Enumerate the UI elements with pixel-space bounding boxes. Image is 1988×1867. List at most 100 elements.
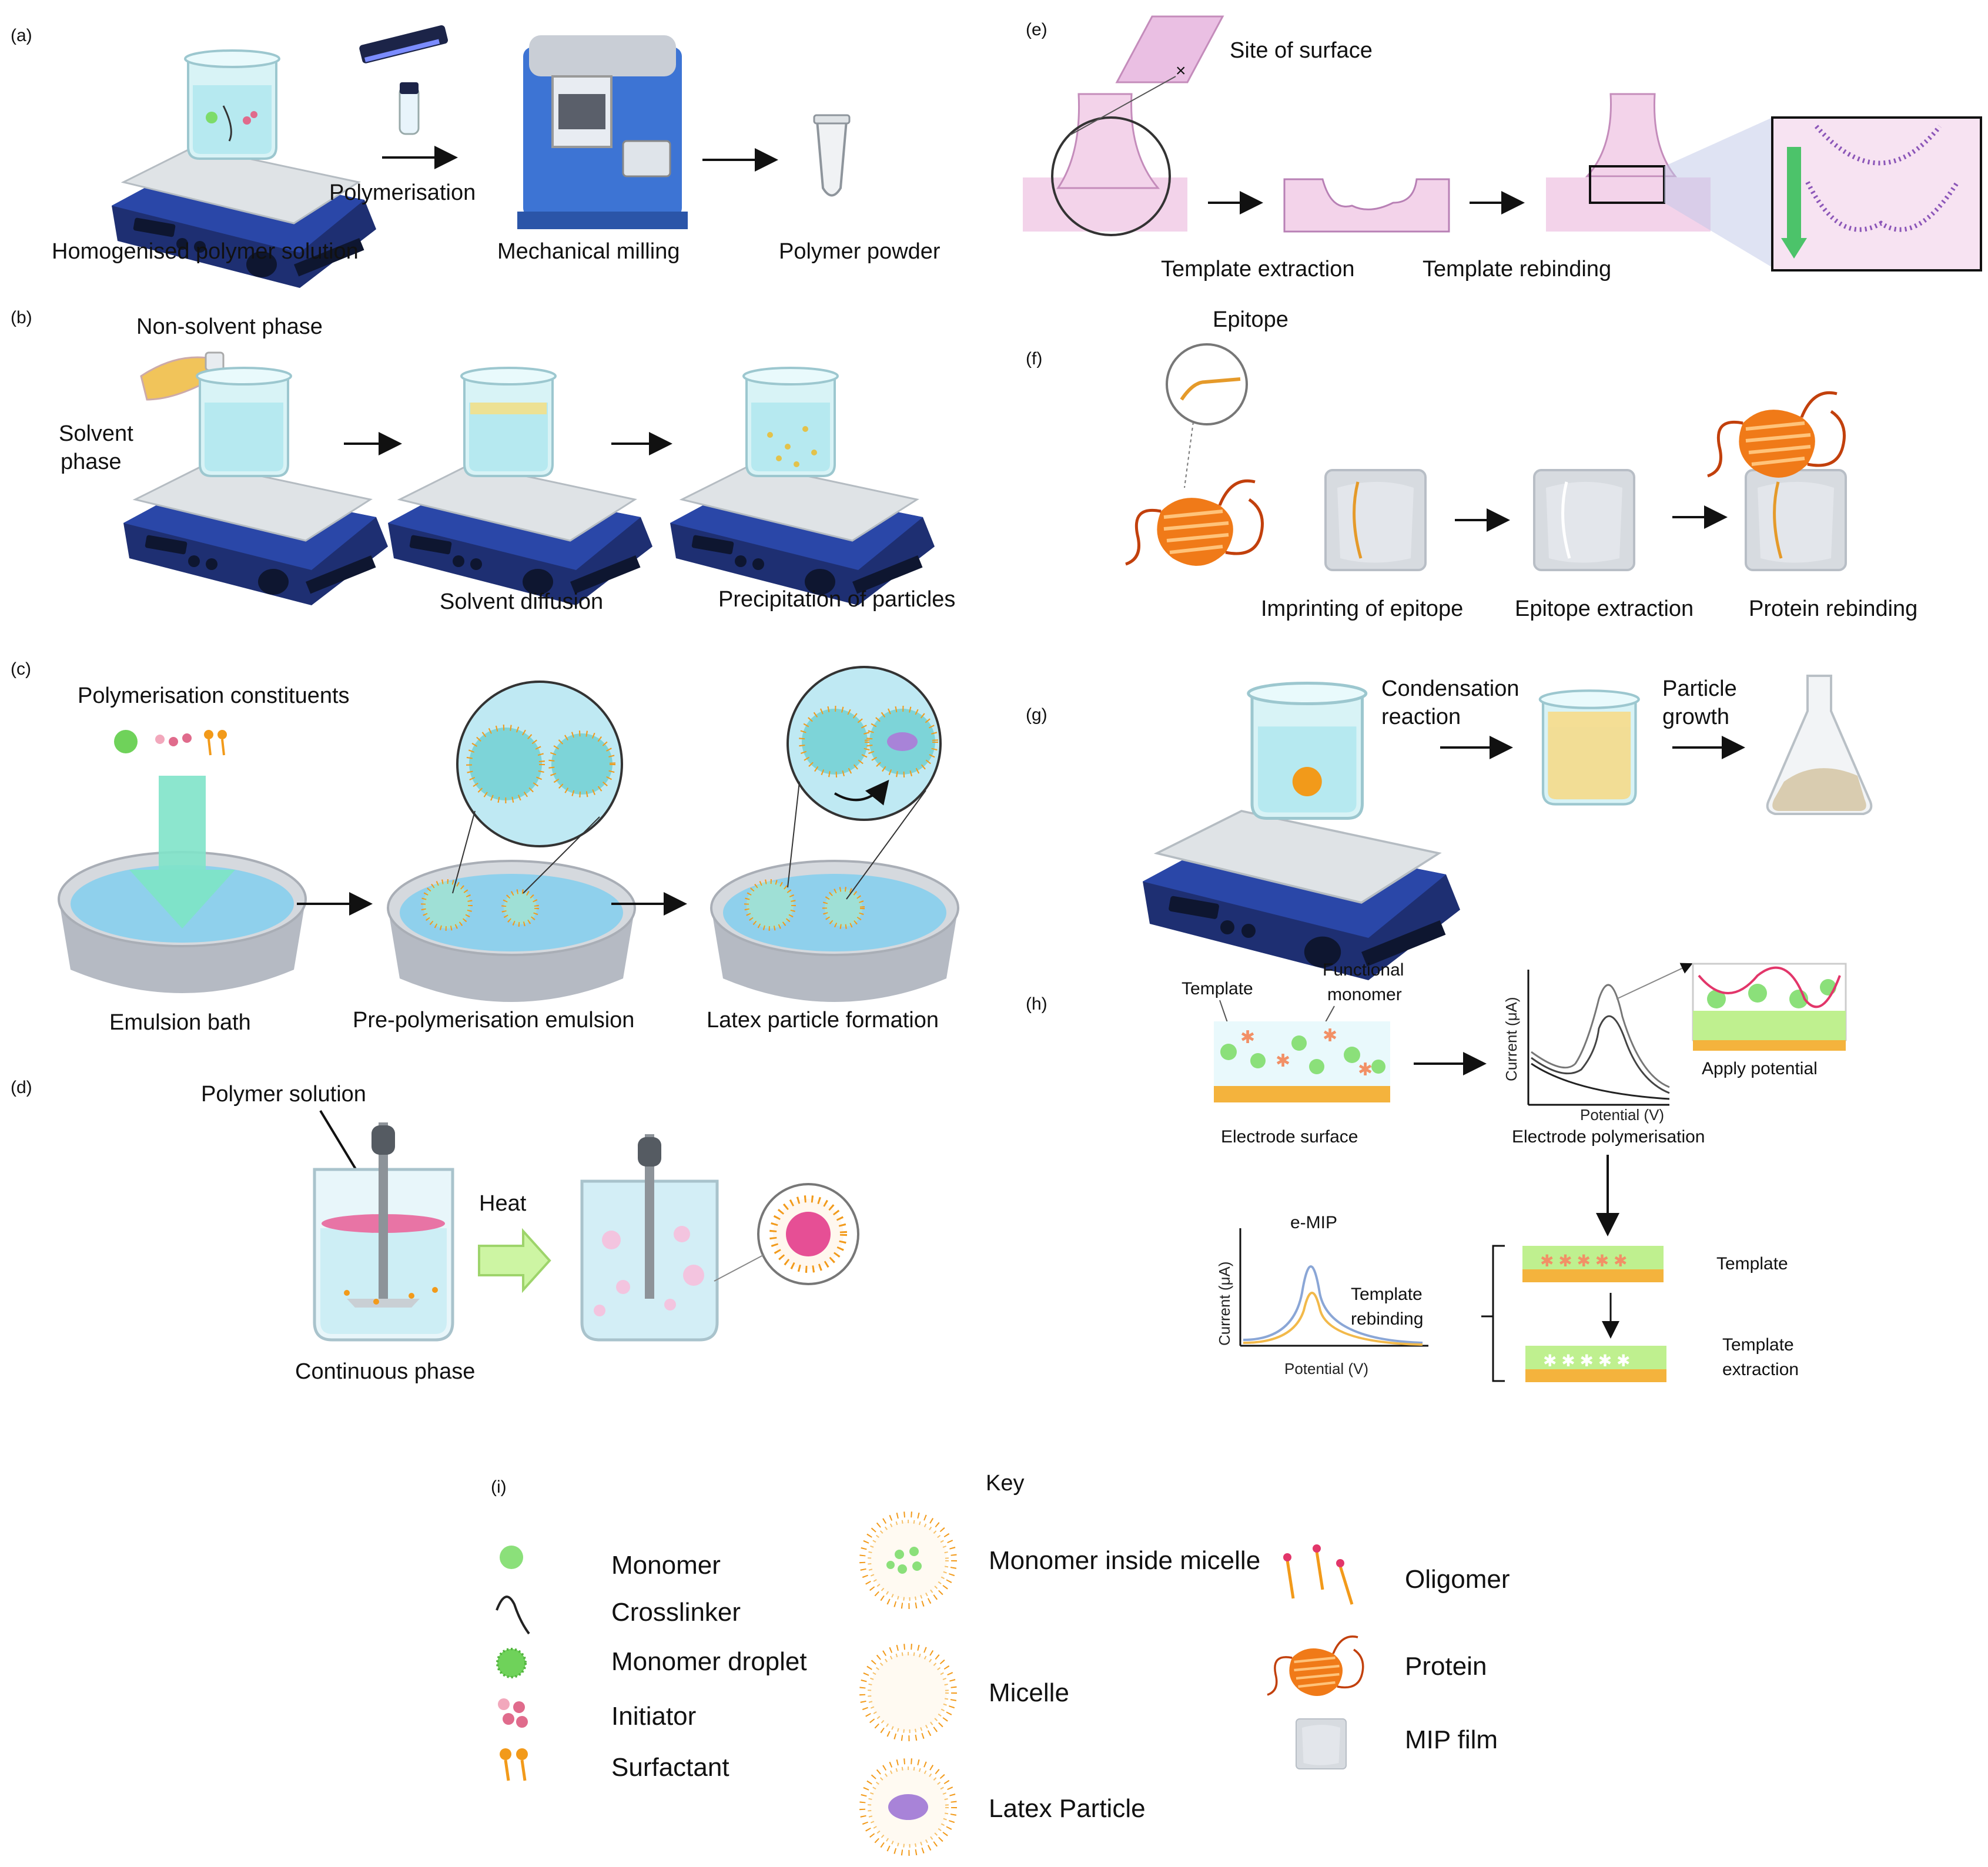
monomer-icon xyxy=(500,1546,523,1569)
epitope-label: Epitope xyxy=(1213,307,1288,332)
svg-text:✱: ✱ xyxy=(1240,1028,1255,1047)
cv-plot: Current (μA) Potential (V) xyxy=(1502,963,1693,1124)
monomer-droplet-icon xyxy=(114,730,138,753)
potential-axis-label: Potential (V) xyxy=(1580,1106,1664,1124)
stirrer-plate-icon xyxy=(387,463,654,606)
zoom-panel xyxy=(1771,116,1982,271)
uv-lamp-icon xyxy=(359,25,449,135)
oligomer-key-label: Oligomer xyxy=(1405,1565,1510,1594)
panel-e-label: (e) xyxy=(1026,20,1047,39)
epitope-extraction-label: Epitope extraction xyxy=(1515,596,1694,621)
monomer-droplet-icon xyxy=(496,1648,527,1678)
key-title: Key xyxy=(986,1471,1024,1496)
latex-particle-icon xyxy=(862,1761,954,1853)
extracted-layer-icon: ✱ ✱ ✱ ✱ ✱ xyxy=(1525,1346,1666,1382)
solvent-label-2: phase xyxy=(61,450,122,474)
mip-film-icon xyxy=(1533,469,1635,571)
extraction-label: Template extraction xyxy=(1161,257,1355,281)
reactor-icon xyxy=(313,1122,454,1342)
panel-h-label: (h) xyxy=(1026,994,1047,1014)
homogenised-label: Homogenised polymer solution xyxy=(52,239,359,264)
protein-icon xyxy=(1126,481,1263,566)
surface-sheet-icon xyxy=(1115,15,1224,83)
crosslinker-icon xyxy=(496,1596,530,1635)
polymerisation-label: Polymerisation xyxy=(329,180,476,205)
reactor-icon xyxy=(580,1134,719,1342)
crosslinker-key-label: Crosslinker xyxy=(611,1598,741,1627)
template-stars: ✱✱✱✱ xyxy=(1240,1026,1373,1080)
imprinted-surface-icon xyxy=(1283,178,1450,233)
bath-label: Emulsion bath xyxy=(109,1010,251,1035)
electrode-surface-label: Electrode surface xyxy=(1221,1127,1358,1147)
latex-label: Latex particle formation xyxy=(707,1008,939,1033)
site-label: Site of surface xyxy=(1230,38,1373,63)
panel-c: (c) Polymerisation constituents xyxy=(11,659,959,1035)
condensation-label-1: Condensation xyxy=(1381,676,1520,701)
site-cross: × xyxy=(1176,61,1186,81)
zoom-circle xyxy=(1051,116,1171,236)
surfactant-key-label: Surfactant xyxy=(611,1753,729,1782)
electrode-bar xyxy=(1214,1086,1390,1102)
solvent-label-1: Solvent xyxy=(59,421,133,446)
beaker-icon xyxy=(1540,691,1639,804)
panel-g: (g) Condensation reaction Particle growt… xyxy=(1026,675,1873,981)
down-arrow-icon xyxy=(1781,147,1807,259)
monomer-micelle-key-label: Monomer inside micelle xyxy=(989,1546,1260,1575)
template-layer-icon: ✱ ✱ ✱ ✱ ✱ xyxy=(1522,1246,1664,1282)
oligomer-icon xyxy=(1283,1544,1354,1605)
growth-label-1: Particle xyxy=(1662,676,1737,701)
heat-label: Heat xyxy=(479,1191,527,1216)
emip-label: e-MIP xyxy=(1290,1213,1337,1232)
bracket xyxy=(1481,1245,1505,1382)
non-solvent-label: Non-solvent phase xyxy=(136,314,323,339)
beaker-icon xyxy=(184,49,280,160)
panel-i: (i) Key Monomer Crosslinker Monomer drop… xyxy=(491,1471,1510,1853)
growth-label-2: growth xyxy=(1662,705,1729,729)
panel-g-label: (g) xyxy=(1026,705,1047,725)
emip-potential-axis-label: Potential (V) xyxy=(1284,1360,1368,1377)
stem-icon xyxy=(1056,93,1160,189)
constituents-label: Polymerisation constituents xyxy=(78,683,350,708)
micelle-icon xyxy=(862,1647,954,1738)
surfactant-icon xyxy=(500,1748,528,1781)
functional-label-1: Functional xyxy=(1323,960,1404,980)
polymer-film-icon xyxy=(1692,963,1847,1051)
precipitation-label: Precipitation of particles xyxy=(718,587,955,612)
mip-film-icon xyxy=(1296,1718,1347,1769)
stirrer-plate-icon xyxy=(111,146,377,289)
electrode-polymerisation-label: Electrode polymerisation xyxy=(1512,1127,1705,1147)
panel-c-label: (c) xyxy=(11,659,31,679)
diffusion-label: Solvent diffusion xyxy=(440,589,603,614)
layer-extraction-label-2: extraction xyxy=(1722,1360,1799,1379)
monomer-dots xyxy=(1220,1035,1385,1074)
apply-potential-label: Apply potential xyxy=(1702,1059,1818,1078)
panel-b: (b) Non-solvent phase Solvent phase Solv… xyxy=(11,308,955,614)
zoom-beam xyxy=(1664,118,1772,267)
mip-film-key-label: MIP film xyxy=(1405,1725,1498,1754)
functional-label-2: monomer xyxy=(1327,985,1402,1004)
panel-d-label: (d) xyxy=(11,1078,32,1097)
svg-text:✱: ✱ xyxy=(1323,1026,1337,1045)
beaker-icon xyxy=(1249,683,1366,819)
mill-icon xyxy=(517,35,688,229)
stirrer-plate-icon xyxy=(1142,810,1461,981)
emip-plot: e-MIP Template rebinding Current (μA) Po… xyxy=(1216,1213,1428,1377)
mip-film-icon xyxy=(1745,469,1847,571)
condensation-label-2: reaction xyxy=(1381,705,1461,729)
panel-f: (f) Epitope Imprinting of epitope Epitop… xyxy=(1026,307,1917,621)
panel-i-label: (i) xyxy=(491,1477,507,1497)
svg-text:✱ ✱ ✱ ✱ ✱: ✱ ✱ ✱ ✱ ✱ xyxy=(1543,1352,1630,1370)
monomer-micelle-icon xyxy=(862,1514,954,1606)
epitope-strand xyxy=(1180,377,1241,401)
micelle-zoom-icon xyxy=(714,1183,859,1285)
panel-f-label: (f) xyxy=(1026,349,1042,368)
zoom-detail xyxy=(1805,125,1960,232)
beaker-icon xyxy=(196,367,292,477)
tube-icon xyxy=(813,114,851,197)
powder-label: Polymer powder xyxy=(779,239,941,264)
down-arrow-icon xyxy=(129,776,235,929)
initiator-key-label: Initiator xyxy=(611,1702,696,1731)
protein-icon xyxy=(1708,393,1845,478)
protein-icon xyxy=(1267,1637,1363,1696)
micelle-key-label: Micelle xyxy=(989,1678,1069,1707)
